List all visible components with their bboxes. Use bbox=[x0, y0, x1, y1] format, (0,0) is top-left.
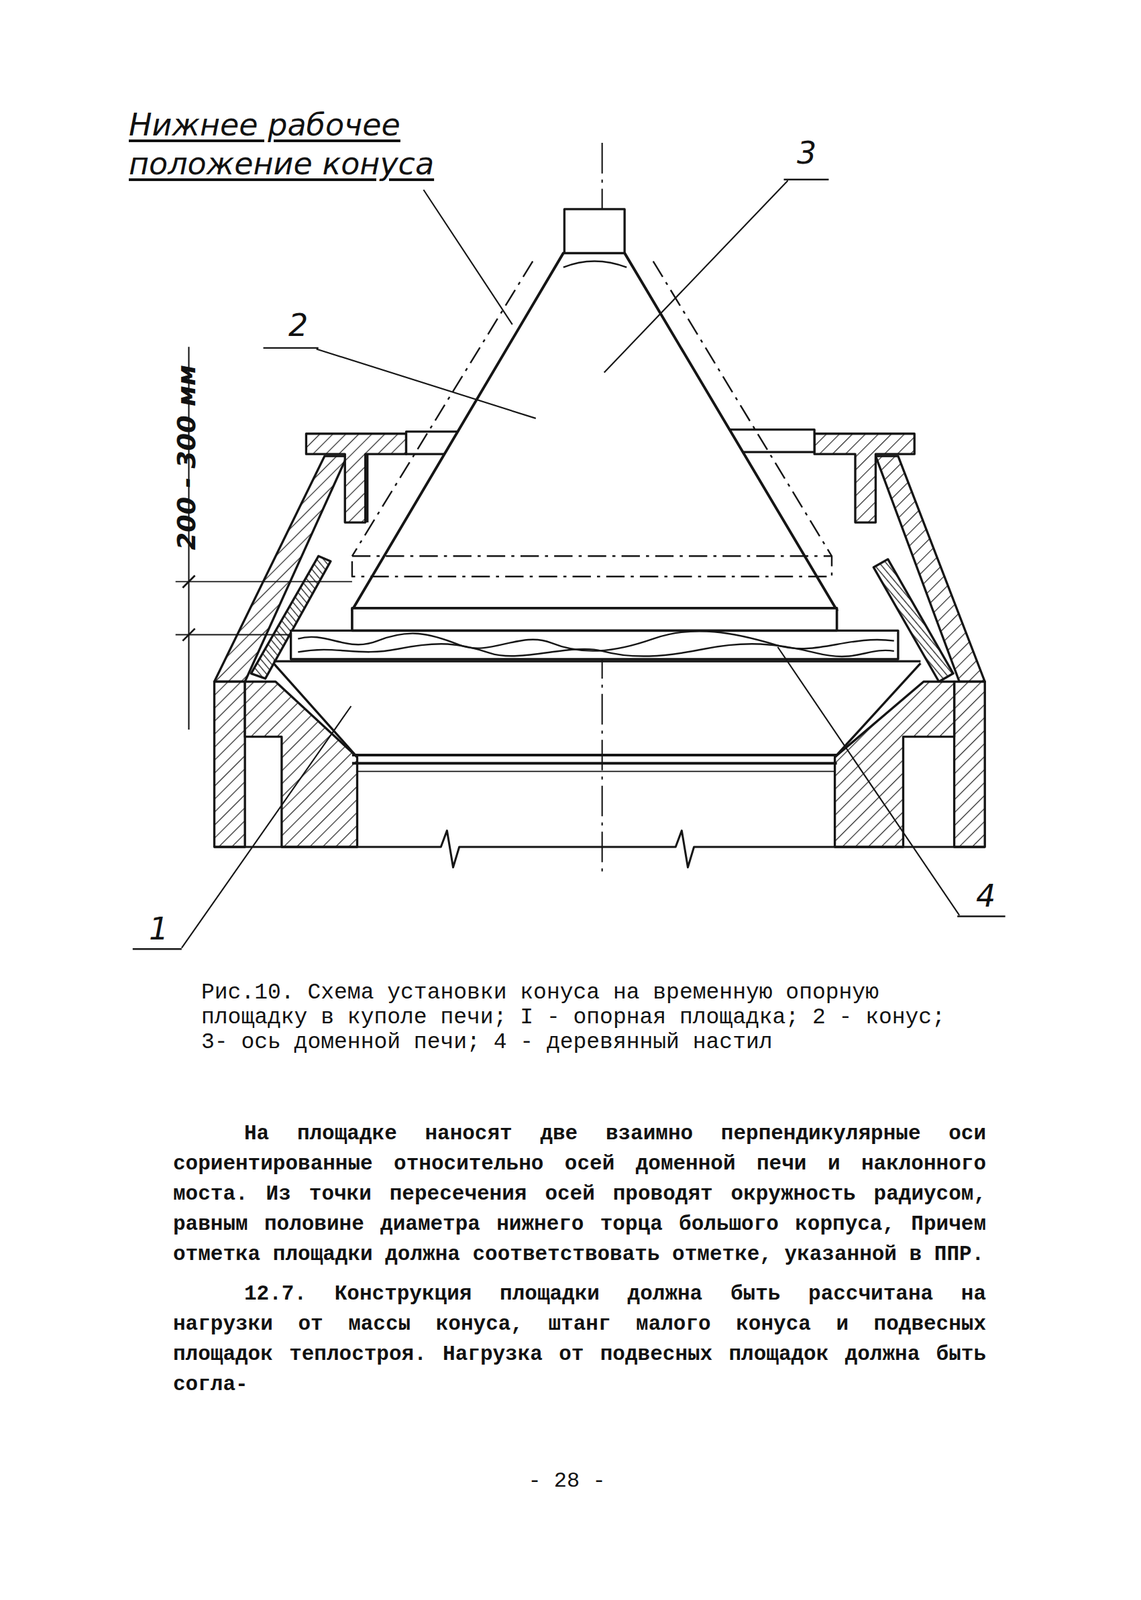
ring-plate-right bbox=[730, 429, 815, 453]
callout-underline bbox=[132, 948, 182, 950]
leader-line bbox=[777, 647, 960, 916]
wooden-deck bbox=[291, 630, 899, 660]
platform-top bbox=[273, 660, 921, 663]
callout-number: 1 bbox=[148, 913, 169, 945]
break-line bbox=[214, 831, 986, 868]
platform-slope-right bbox=[835, 663, 921, 758]
callout-number: 3 bbox=[796, 137, 817, 169]
cone-working-position-plate bbox=[352, 556, 832, 577]
dimension-text: 200 - 300 мм bbox=[173, 356, 200, 559]
cone-bottom-plate bbox=[352, 608, 838, 631]
flange-right bbox=[814, 433, 915, 523]
callout-underline bbox=[263, 347, 319, 349]
wood-grain bbox=[297, 631, 895, 651]
platform-beam bbox=[352, 753, 838, 757]
flange-left bbox=[305, 433, 406, 523]
callout-number: 4 bbox=[975, 880, 996, 912]
position-note: Нижнее рабочее положение конуса bbox=[128, 105, 451, 184]
cone bbox=[352, 252, 838, 611]
body-paragraph: На площадке наносят две взаимно перпенди… bbox=[173, 1118, 987, 1270]
callout-underline bbox=[783, 179, 829, 181]
ring-line bbox=[366, 454, 369, 523]
callout-underline bbox=[957, 915, 1006, 917]
seal-right bbox=[873, 559, 954, 683]
dimension-tick bbox=[182, 575, 195, 588]
leader-line bbox=[316, 348, 536, 418]
body-paragraph: 12.7. Конструкция площадки должна быть р… bbox=[173, 1279, 987, 1400]
extension-line bbox=[175, 580, 353, 583]
cone-working-position bbox=[653, 261, 832, 557]
platform-beam bbox=[357, 770, 836, 773]
dimension-tick bbox=[182, 628, 195, 641]
base-block-left-outer bbox=[214, 681, 246, 848]
page-number: - 28 - bbox=[499, 1469, 634, 1494]
platform-beam bbox=[352, 762, 838, 765]
cone-top-cap bbox=[564, 209, 625, 253]
figure-caption: Рис.10. Схема установки конуса на времен… bbox=[201, 980, 960, 1056]
cone-top-arc bbox=[563, 261, 627, 268]
base-block-left bbox=[244, 681, 357, 848]
callout-number: 2 bbox=[288, 309, 308, 341]
platform-slope-left bbox=[273, 663, 358, 758]
extension-line bbox=[175, 634, 292, 636]
base-block-right-outer bbox=[954, 681, 986, 848]
leader-line bbox=[604, 180, 789, 373]
leader-line bbox=[423, 189, 512, 325]
wood-grain bbox=[297, 643, 895, 657]
leader-line bbox=[181, 706, 352, 949]
base-block-right bbox=[835, 681, 955, 848]
